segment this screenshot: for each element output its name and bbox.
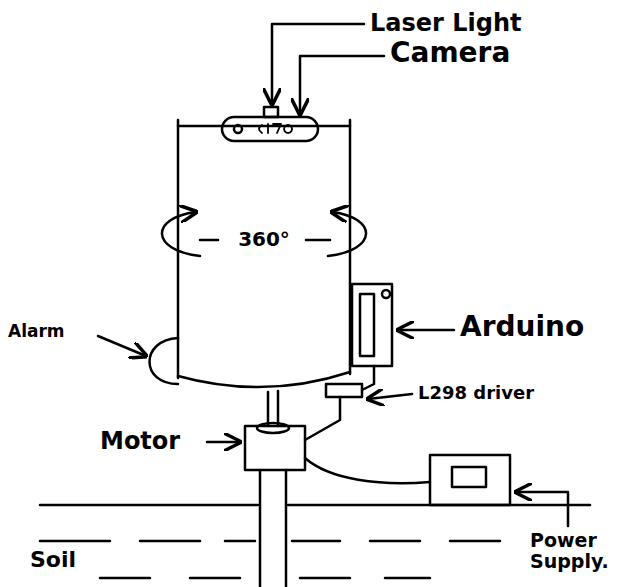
part-label: Alarm bbox=[8, 322, 65, 341]
soil-line bbox=[40, 540, 500, 543]
leader-line bbox=[272, 24, 364, 104]
leader-line bbox=[516, 492, 568, 526]
camera-lens bbox=[234, 125, 242, 133]
power-supply-display bbox=[452, 467, 486, 487]
arduino-board bbox=[352, 284, 392, 366]
part-label: Soil bbox=[30, 548, 76, 572]
leader-line bbox=[368, 394, 412, 399]
power-wire bbox=[305, 458, 430, 483]
camera-body bbox=[222, 117, 318, 141]
leader-line bbox=[207, 441, 240, 444]
part-label: Power Supply. bbox=[530, 530, 614, 572]
part-label: Motor bbox=[100, 428, 180, 454]
alarm-dome bbox=[150, 338, 179, 384]
leader-line bbox=[98, 336, 146, 356]
power-supply bbox=[430, 455, 510, 505]
ground-line bbox=[40, 504, 590, 507]
arduino-chip bbox=[360, 294, 374, 356]
laser-light bbox=[264, 107, 278, 117]
part-label: Arduino bbox=[460, 312, 584, 343]
leader-line bbox=[398, 329, 454, 332]
rotation-arrow-right bbox=[328, 212, 366, 256]
rotation-arrow-left bbox=[162, 212, 200, 256]
part-label: Camera bbox=[390, 38, 510, 69]
soil-line bbox=[100, 577, 430, 580]
pole bbox=[260, 470, 286, 587]
rotation-label: 360° bbox=[236, 228, 292, 250]
camera-marks bbox=[259, 124, 292, 133]
cylinder-top bbox=[178, 125, 350, 128]
driver-wire bbox=[305, 397, 340, 440]
part-label: L298 driver bbox=[418, 383, 534, 403]
cylinder-bottom bbox=[178, 372, 350, 387]
leader-line bbox=[300, 56, 384, 114]
motor-shaft bbox=[268, 391, 278, 426]
arduino-button bbox=[382, 290, 390, 298]
motor-top bbox=[257, 423, 289, 433]
part-label: Laser Light bbox=[370, 10, 522, 36]
arduino-wire bbox=[362, 366, 374, 390]
l298-driver bbox=[326, 384, 362, 397]
